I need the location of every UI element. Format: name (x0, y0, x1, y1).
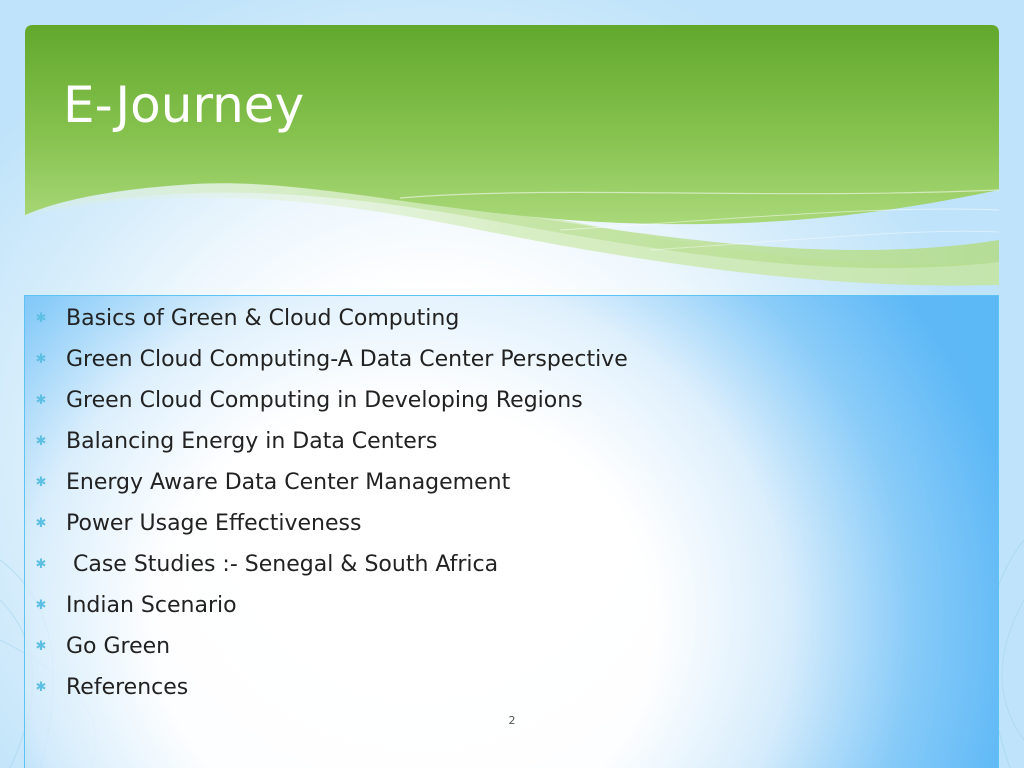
bullet-text: References (66, 675, 189, 700)
bullet-item: ✱ Energy Aware Data Center Management (34, 467, 628, 508)
asterisk-bullet-icon: ✱ (35, 598, 47, 613)
bullet-text: Indian Scenario (66, 593, 237, 618)
asterisk-bullet-icon: ✱ (35, 475, 47, 490)
bullet-item: ✱ Go Green (34, 631, 628, 672)
asterisk-bullet-icon: ✱ (35, 352, 47, 367)
slide-title: E-Journey (63, 76, 305, 134)
bullet-text: Power Usage Effectiveness (66, 511, 362, 536)
asterisk-bullet-icon: ✱ (35, 311, 47, 326)
asterisk-bullet-icon: ✱ (35, 434, 47, 449)
bullet-item: ✱ Green Cloud Computing in Developing Reg… (34, 385, 628, 426)
header-banner (25, 25, 1000, 286)
bullet-text: Basics of Green & Cloud Computing (66, 306, 460, 331)
bullet-item: ✱ Power Usage Effectiveness (34, 508, 628, 549)
asterisk-bullet-icon: ✱ (35, 557, 47, 572)
asterisk-bullet-icon: ✱ (35, 393, 47, 408)
bullet-item: ✱ Balancing Energy in Data Centers (34, 426, 628, 467)
content-box (24, 295, 999, 768)
bullet-text: Go Green (66, 634, 171, 659)
bullet-item: ✱ References (34, 672, 628, 713)
bullet-text: Green Cloud Computing in Developing Regi… (66, 388, 583, 413)
bullet-item: ✱ Case Studies :- Senegal & South Africa (34, 549, 628, 590)
bullet-item: ✱ Indian Scenario (34, 590, 628, 631)
bullet-item: ✱ Green Cloud Computing-A Data Center Per… (34, 344, 628, 385)
bullet-text: Energy Aware Data Center Management (66, 470, 511, 495)
bullet-item: ✱ Basics of Green & Cloud Computing (34, 303, 628, 344)
bullet-text: Case Studies :- Senegal & South Africa (66, 552, 499, 577)
asterisk-bullet-icon: ✱ (35, 639, 47, 654)
asterisk-bullet-icon: ✱ (35, 680, 47, 695)
asterisk-bullet-icon: ✱ (35, 516, 47, 531)
bullet-list: ✱ Basics of Green & Cloud Computing ✱ Gree… (34, 303, 628, 713)
bullet-text: Balancing Energy in Data Centers (66, 429, 438, 454)
bullet-text: Green Cloud Computing-A Data Center Pers… (66, 347, 628, 372)
page-number: 2 (508, 714, 516, 727)
